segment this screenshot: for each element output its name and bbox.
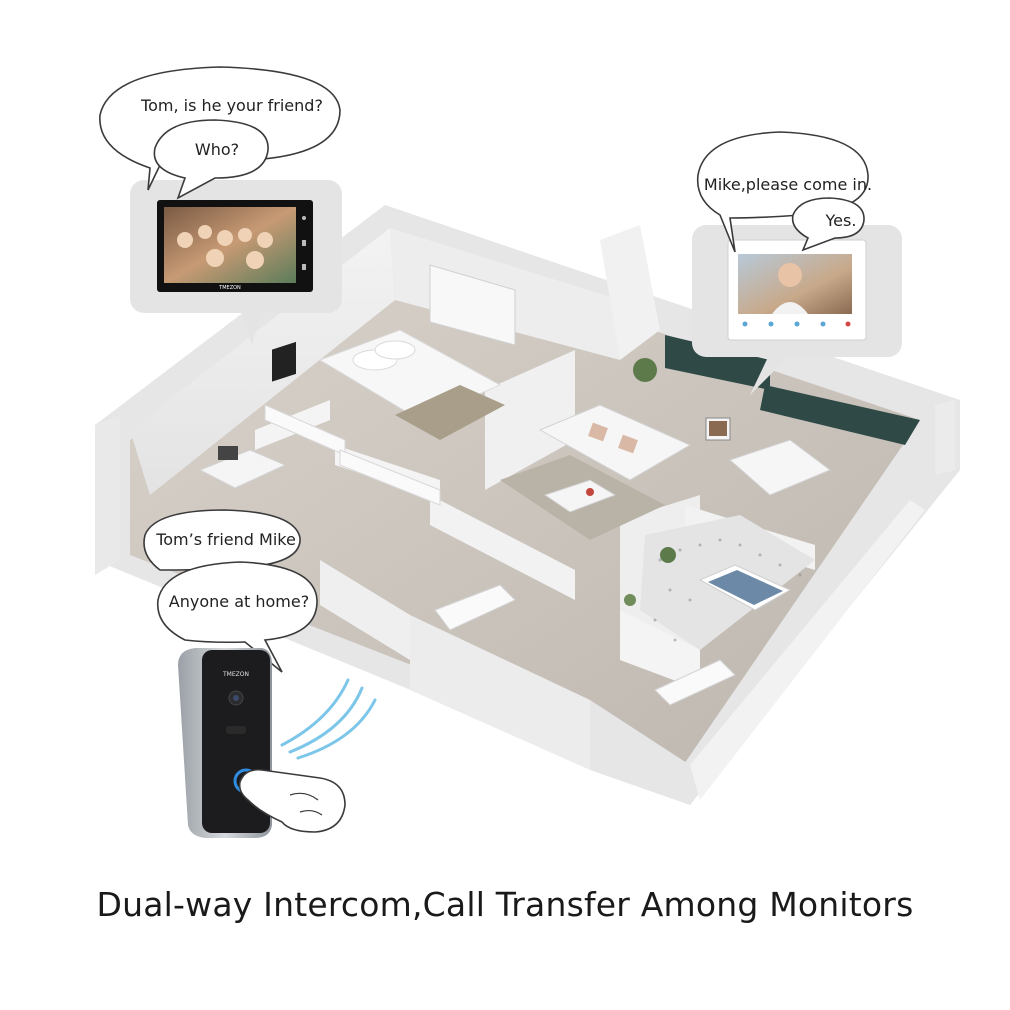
lock-icon: [302, 264, 306, 270]
sound-waves-icon: [280, 678, 377, 760]
speech-bubble-who: Who?: [153, 119, 269, 200]
music-icon: [302, 240, 306, 246]
doorbell-brand: TMEZON: [222, 671, 249, 678]
brand-logo: TMEZON: [218, 285, 241, 291]
monitor-panel-white: [692, 225, 902, 395]
caption-title: Dual-way Intercom,Call Transfer Among Mo…: [96, 885, 914, 924]
bubble-text-anyone-home: Anyone at home?: [169, 592, 309, 611]
speech-bubble-mike-please: Mike,please come in.: [696, 131, 872, 253]
speech-bubble-anyone-home: Anyone at home?: [156, 561, 318, 673]
bubble-text-friend-mike: Tom’s friend Mike: [155, 530, 296, 549]
monitor-panel-black: TMEZON: [130, 180, 342, 345]
bubble-text-who: Who?: [195, 140, 239, 159]
bubble-text-yes: Yes.: [825, 211, 857, 230]
bubble-text-mike-please: Mike,please come in.: [704, 175, 872, 194]
speech-bubble-friend-mike: Tom’s friend Mike: [143, 509, 301, 571]
hand-pressing-icon: [238, 768, 346, 833]
user-icon: [302, 216, 306, 220]
bubble-text-tom: Tom, is he your friend?: [140, 96, 323, 115]
doorbell-device: TMEZON: [178, 648, 272, 838]
speech-bubble-yes: Yes.: [791, 197, 865, 252]
